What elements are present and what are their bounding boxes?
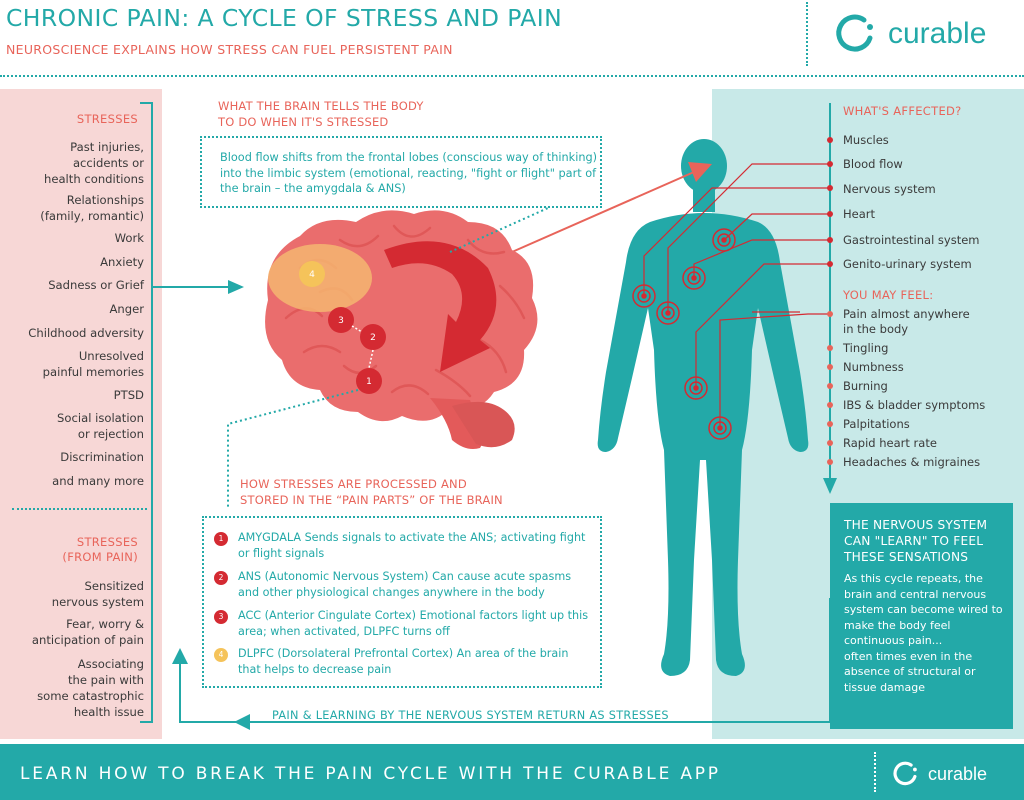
return-arrow-up-icon	[172, 648, 188, 664]
brain-tells-heading: WHAT THE BRAIN TELLS THE BODY TO DO WHEN…	[218, 99, 424, 129]
brain-label-2: 2	[370, 333, 376, 343]
header-divider	[0, 75, 1024, 77]
processing-item: 3 ACC (Anterior Cingulate Cortex) Emotio…	[214, 608, 594, 639]
processing-text: ANS (Autonomic Nervous System) Can cause…	[238, 570, 572, 599]
stress-item: Unresolved painful memories	[42, 349, 144, 379]
stress-item: Past injuries, accidents or health condi…	[43, 140, 144, 186]
logo-divider	[806, 2, 808, 66]
feel-item: Palpitations	[843, 417, 910, 431]
logo-wordmark: curable	[888, 17, 987, 50]
processing-heading: HOW STRESSES ARE PROCESSED AND STORED IN…	[240, 477, 503, 507]
feel-item: Tingling	[843, 341, 889, 355]
curable-logo-icon	[893, 761, 917, 786]
processing-text: DLPFC (Dorsolateral Prefrontal Cortex) A…	[238, 647, 569, 676]
target-connectors	[643, 163, 830, 428]
stresses-heading: STRESSES	[76, 112, 138, 126]
processing-item: 2 ANS (Autonomic Nervous System) Can cau…	[214, 569, 594, 600]
feel-item: Headaches & migraines	[843, 455, 981, 469]
brain-region-numbers: 4 3 2 1	[309, 270, 376, 387]
stresses-divider	[12, 508, 147, 510]
number-badge: 1	[214, 532, 228, 546]
feel-item: Burning	[843, 379, 888, 393]
page-subtitle: NEUROSCIENCE EXPLAINS HOW STRESS CAN FUE…	[6, 42, 453, 57]
affected-item: Genito-urinary system	[843, 257, 972, 271]
stress-item: Anxiety	[100, 255, 144, 269]
brain-to-body-arrow-icon	[688, 162, 712, 182]
footer-logo[interactable]: curable	[892, 760, 987, 788]
feel-item: Numbness	[843, 360, 904, 374]
feel-heading: YOU MAY FEEL:	[843, 288, 934, 302]
brain-illustration	[265, 210, 538, 449]
stresses-bracket	[140, 102, 153, 723]
feel-item: Rapid heart rate	[843, 436, 937, 450]
brain-label-3: 3	[338, 316, 344, 326]
nervous-system-heading: THE NERVOUS SYSTEM CAN "LEARN" TO FEEL T…	[844, 518, 988, 564]
affected-item: Gastrointestinal system	[843, 233, 980, 247]
stress-item: Sadness or Grief	[48, 278, 144, 292]
stresses-arrow-icon	[228, 280, 244, 294]
target-circle-icon	[632, 228, 736, 440]
brain-to-body-line	[511, 171, 695, 253]
affected-item: Nervous system	[843, 182, 936, 196]
processing-item: 4 DLPFC (Dorsolateral Prefrontal Cortex)…	[214, 646, 594, 677]
stress-item: Childhood adversity	[28, 326, 144, 340]
stress-item: PTSD	[113, 388, 144, 402]
stress-item: Social isolation or rejection	[57, 411, 144, 441]
return-arrow-left-icon	[234, 714, 250, 730]
processing-box: 1 AMYGDALA Sends signals to activate the…	[202, 516, 602, 688]
curable-logo[interactable]: curable	[834, 12, 986, 56]
stress-item: Work	[114, 231, 144, 245]
nervous-system-box: THE NERVOUS SYSTEM CAN "LEARN" TO FEEL T…	[830, 503, 1013, 729]
footer-cta[interactable]: LEARN HOW TO BREAK THE PAIN CYCLE WITH T…	[20, 764, 721, 784]
affected-item: Heart	[843, 207, 876, 221]
stress-item: Relationships (family, romantic)	[40, 193, 144, 223]
number-badge: 2	[214, 571, 228, 585]
return-loop-label: PAIN & LEARNING BY THE NERVOUS SYSTEM RE…	[272, 709, 669, 722]
processing-item: 1 AMYGDALA Sends signals to activate the…	[214, 530, 594, 561]
number-badge: 4	[214, 648, 228, 662]
stress-item: Discrimination	[60, 450, 144, 464]
pain-stress-item: Fear, worry & anticipation of pain	[31, 617, 144, 647]
processing-text: ACC (Anterior Cingulate Cortex) Emotiona…	[238, 609, 589, 638]
pain-stress-item: Sensitized nervous system	[51, 579, 144, 609]
stress-item: and many more	[52, 474, 144, 488]
logo-wordmark: curable	[928, 763, 988, 784]
brain-label-4: 4	[309, 270, 315, 280]
brain-to-process-connector	[227, 389, 359, 508]
brain-label-1: 1	[366, 377, 372, 387]
affected-item: Muscles	[843, 133, 889, 147]
affected-heading: WHAT'S AFFECTED?	[843, 104, 962, 118]
footer-divider	[874, 752, 876, 792]
processing-text: AMYGDALA Sends signals to activate the A…	[238, 531, 586, 560]
stresses-from-pain-heading: STRESSES (FROM PAIN)	[62, 535, 138, 564]
footer-banner[interactable]	[0, 744, 1024, 800]
feel-item: Pain almost anywhere in the body	[843, 307, 970, 336]
affected-item: Blood flow	[843, 157, 903, 171]
human-body-silhouette	[597, 139, 809, 676]
stress-item: Anger	[109, 302, 144, 316]
effects-arrow-down-icon	[823, 478, 837, 494]
brain-region-markers	[299, 261, 386, 394]
timeline-markers	[827, 137, 833, 465]
number-badge: 3	[214, 610, 228, 624]
stresses-panel	[0, 89, 162, 739]
pain-stress-item: Associating the pain with some catastrop…	[37, 657, 144, 719]
curable-logo-icon	[836, 14, 873, 52]
page-title: CHRONIC PAIN: A CYCLE OF STRESS AND PAIN	[6, 4, 563, 32]
nervous-system-text: As this cycle repeats, the brain and cen…	[844, 572, 1003, 694]
feel-item: IBS & bladder symptoms	[843, 398, 986, 412]
blood-flow-text: Blood flow shifts from the frontal lobes…	[220, 151, 598, 195]
blood-flow-box: Blood flow shifts from the frontal lobes…	[200, 136, 602, 208]
